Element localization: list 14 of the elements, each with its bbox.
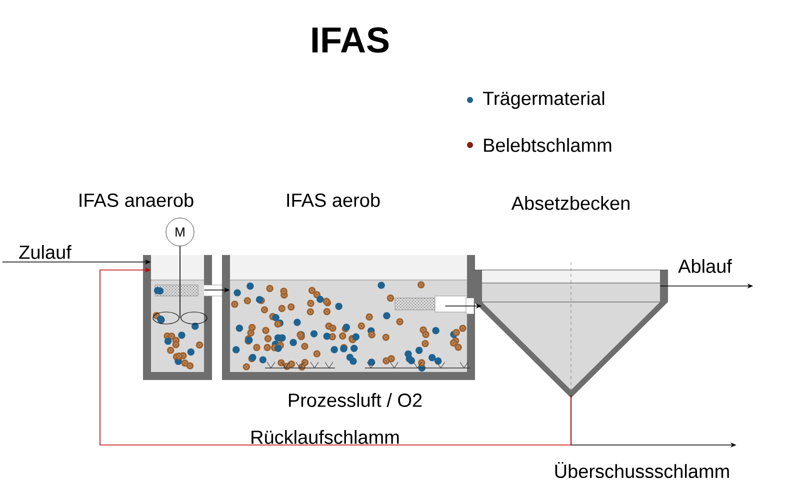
tank-drawing bbox=[222, 255, 475, 380]
tank-heading: IFAS anaerob bbox=[80, 193, 194, 207]
tank-drawing bbox=[143, 255, 212, 380]
edge-label: Rücklaufschlamm bbox=[252, 430, 399, 444]
legend-text: Belebtschlamm bbox=[484, 138, 612, 152]
tank-heading: IFAS aerob bbox=[287, 193, 380, 207]
tank-heading: Absetzbecken bbox=[511, 196, 630, 210]
flow-label: Zulauf bbox=[19, 245, 72, 259]
title: IFAS bbox=[312, 27, 389, 53]
air-label: Prozessluft / O2 bbox=[288, 393, 422, 407]
legend-text: Trägermaterial bbox=[482, 91, 604, 109]
flow-label: Überschussschlamm bbox=[555, 462, 729, 478]
agitator-drawing: M bbox=[152, 218, 208, 324]
flow-label: Ablauf bbox=[678, 259, 732, 273]
